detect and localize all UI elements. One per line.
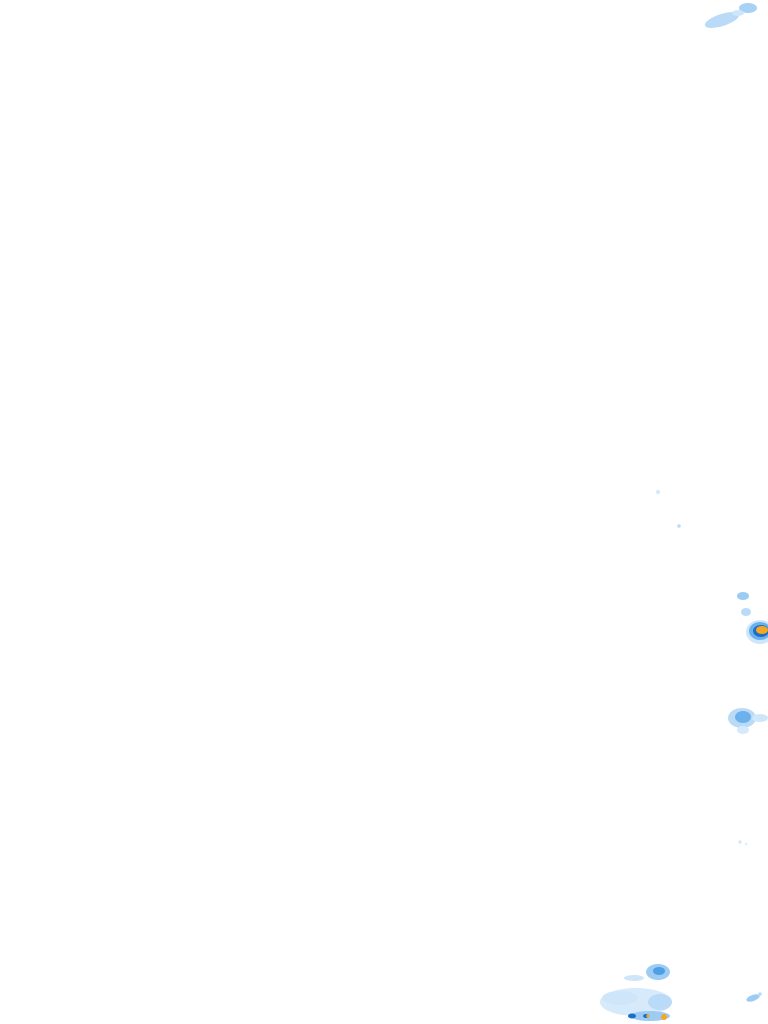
precip-blob (737, 726, 749, 734)
precip-cell-east-mid (737, 592, 768, 644)
precip-blob (739, 3, 757, 13)
precip-blob (704, 12, 740, 28)
precip-blob (732, 10, 744, 16)
precip-blob (628, 1013, 636, 1019)
precip-speck (738, 840, 742, 844)
precip-speck-lower (738, 840, 748, 846)
precip-blob (752, 714, 768, 722)
precip-speck (758, 992, 762, 996)
precip-specks-mid (655, 489, 681, 528)
precip-blob (624, 975, 644, 981)
precip-core (756, 626, 768, 634)
precip-cell-south-cluster (600, 964, 672, 1021)
precip-core (661, 1014, 667, 1020)
precip-cell-south-east-fleck (746, 992, 762, 1002)
precip-blob (746, 994, 760, 1002)
precip-blob (648, 994, 672, 1010)
precip-blob (735, 711, 751, 723)
precip-blob (602, 991, 638, 1005)
precip-speck (677, 524, 681, 528)
precip-blob (630, 1011, 670, 1021)
precip-speck (744, 842, 748, 846)
precip-cell-east-lower (728, 708, 768, 734)
precip-blob (737, 592, 749, 600)
precip-cell-north-edge (704, 3, 757, 28)
precip-blob (653, 967, 665, 975)
precip-speck (655, 489, 661, 495)
precip-blob (741, 608, 751, 616)
precip-core (646, 1014, 650, 1018)
